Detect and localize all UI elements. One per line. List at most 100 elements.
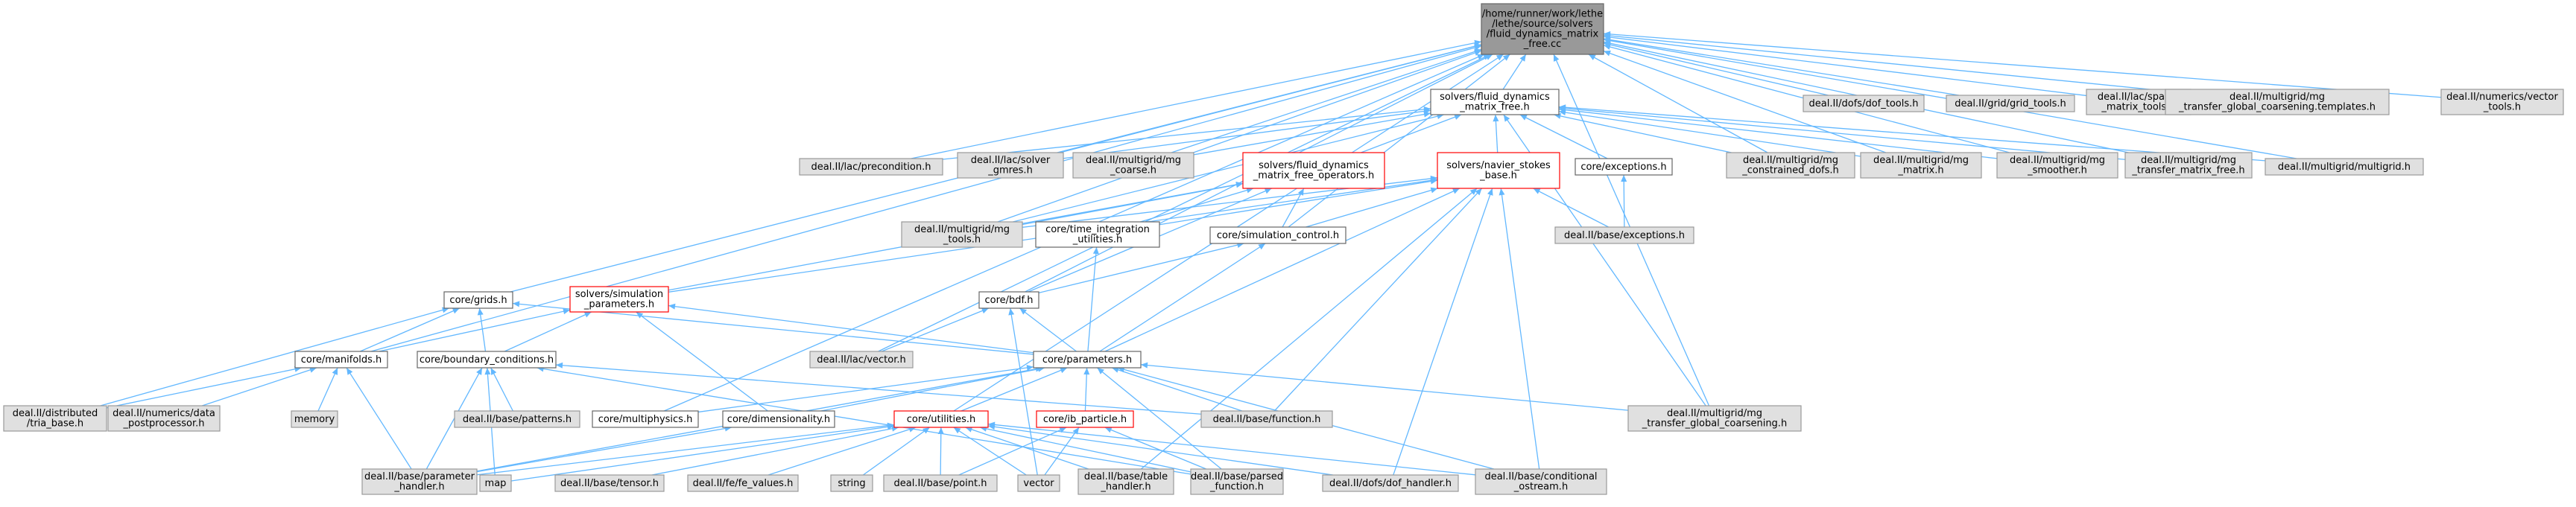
node-grid-tools: deal.II/grid/grid_tools.h xyxy=(1946,95,2075,112)
node-sim-params[interactable]: solvers/simulation_parameters.h xyxy=(569,286,669,313)
node-bound-cond[interactable]: core/boundary_conditions.h xyxy=(417,351,557,369)
edge-arrowhead xyxy=(1423,111,1431,118)
node-fdmf-h[interactable]: solvers/fluid_dynamics_matrix_free.h xyxy=(1430,89,1560,115)
edge-arrowhead xyxy=(1454,114,1462,120)
node-parameters[interactable]: core/parameters.h xyxy=(1033,351,1142,369)
edge-arrowhead xyxy=(583,312,592,318)
edge-arrowhead xyxy=(1477,54,1484,60)
node-multiphysics[interactable]: core/multiphysics.h xyxy=(592,410,699,428)
edge-arrowhead xyxy=(887,424,894,430)
edge-arrowhead xyxy=(490,368,497,375)
edge-fdmf_h-to-mg_smoother xyxy=(1558,106,1998,159)
node-label-line: deal.II/base/exceptions.h xyxy=(1564,230,1685,241)
node-fd-mf-operators[interactable]: solvers/fluid_dynamics_matrix_free_opera… xyxy=(1242,152,1385,189)
edge-arrowhead xyxy=(1519,54,1526,62)
node-box xyxy=(1860,152,1982,179)
node-label-line: /tria_base.h xyxy=(27,418,83,430)
edge-manifolds-to-data_post xyxy=(202,367,317,406)
node-label-line: _free.cc xyxy=(1523,39,1562,50)
edge-arrowhead xyxy=(1469,188,1478,195)
node-box xyxy=(1017,474,1060,492)
node-box xyxy=(291,410,338,428)
edge-exceptions_core-to-base_exceptions xyxy=(1621,174,1627,228)
node-base-exceptions: deal.II/base/exceptions.h xyxy=(1554,226,1694,244)
node-label-line: _matrix_free.h xyxy=(1459,102,1529,113)
node-label-line: core/ib_particle.h xyxy=(1043,414,1127,425)
node-ns-base[interactable]: solvers/navier_stokes_base.h xyxy=(1437,152,1560,189)
edge-arrowhead xyxy=(452,307,460,314)
node-box xyxy=(1077,468,1174,495)
edge-sim_params-to-dimensionality xyxy=(636,311,768,412)
node-time-int[interactable]: core/time_integration_utilities.h xyxy=(1035,221,1160,248)
node-label-line: core/manifolds.h xyxy=(301,354,382,366)
edge-root-to-manifolds xyxy=(370,45,1482,352)
node-box xyxy=(957,152,1064,179)
node-label-line: _ostream.h xyxy=(1513,482,1568,493)
edge-root-to-mg_tools xyxy=(997,50,1482,223)
edge-arrowhead xyxy=(1604,37,1611,44)
node-label-line: core/dimensionality.h xyxy=(727,414,830,425)
edge-grids-to-manifolds xyxy=(360,307,460,352)
node-precondition: deal.II/lac/precondition.h xyxy=(799,158,943,176)
node-box xyxy=(1190,468,1284,495)
edge-utilities-to-vector xyxy=(953,427,1027,476)
node-box xyxy=(1200,410,1333,428)
edge-arrowhead xyxy=(953,427,961,434)
node-box xyxy=(1072,152,1194,179)
node-mg-constrained-dofs: deal.II/multigrid/mg_constrained_dofs.h xyxy=(1726,152,1855,179)
node-label-line: deal.II/dofs/dof_handler.h xyxy=(1329,478,1452,489)
node-box xyxy=(2124,152,2253,179)
node-box xyxy=(454,410,580,428)
node-label-line: deal.II/base/parsed xyxy=(1191,471,1283,482)
node-box xyxy=(1481,3,1604,55)
edge-arrowhead xyxy=(1475,188,1482,196)
edge-fd_mf_operators-to-time_int xyxy=(1140,187,1254,223)
node-label-line: deal.II/base/tensor.h xyxy=(560,478,659,489)
edge-ns_base-to-dof_handler xyxy=(1393,188,1493,476)
node-label-line: deal.II/lac/vector.h xyxy=(817,354,906,366)
edge-arrowhead xyxy=(668,303,676,310)
node-box xyxy=(883,474,998,492)
edge-parameters-to-parsed_function xyxy=(1097,367,1222,470)
edge-manifolds-to-tria_base xyxy=(106,366,302,409)
node-label-line: deal.II/numerics/data xyxy=(113,408,215,419)
node-dimensionality[interactable]: core/dimensionality.h xyxy=(722,410,835,428)
node-box xyxy=(417,351,557,369)
node-box xyxy=(1946,95,2075,112)
edge-parameters-to-multiphysics xyxy=(697,364,1034,413)
node-label-line: core/simulation_control.h xyxy=(1217,230,1339,241)
node-label-line: deal.II/dofs/dof_tools.h xyxy=(1809,98,1919,109)
node-root[interactable]: /home/runner/work/lethe/lethe/source/sol… xyxy=(1481,3,1604,55)
edge-root-to-mg_tgc_templates xyxy=(1603,33,2166,92)
node-ib-particle[interactable]: core/ib_particle.h xyxy=(1036,410,1134,428)
edge-arrowhead xyxy=(1474,45,1481,51)
edge-ns_base-to-base_exceptions xyxy=(1533,188,1609,228)
node-box xyxy=(978,291,1039,309)
edge-grids-to-bound_cond xyxy=(477,307,487,352)
node-label-line: solvers/fluid_dynamics xyxy=(1259,160,1369,171)
edge-arrowhead xyxy=(1502,54,1510,61)
node-utilities[interactable]: core/utilities.h xyxy=(893,410,989,428)
edge-arrowhead xyxy=(1499,188,1505,196)
edge-arrowhead xyxy=(513,301,520,307)
node-sim-control[interactable]: core/simulation_control.h xyxy=(1209,226,1346,244)
node-mg-tgc: deal.II/multigrid/mg_transfer_global_coa… xyxy=(1627,405,1802,432)
node-grids[interactable]: core/grids.h xyxy=(443,291,513,309)
node-manifolds[interactable]: core/manifolds.h xyxy=(294,351,388,369)
edge-fdmf_h-to-fd_mf_operators xyxy=(1361,114,1462,153)
edge-arrowhead xyxy=(1588,54,1596,60)
edge-sim_params-to-parameters xyxy=(668,303,1034,354)
node-box xyxy=(1554,226,1694,244)
node-bdf[interactable]: core/bdf.h xyxy=(978,291,1039,309)
node-box xyxy=(799,158,943,176)
node-box xyxy=(1627,405,1802,432)
node-label-line: deal.II/multigrid/mg xyxy=(1086,155,1181,166)
node-box xyxy=(2440,89,2564,115)
node-label-line: core/boundary_conditions.h xyxy=(420,354,554,366)
edge-sim_control-to-parameters xyxy=(1099,243,1266,352)
node-box xyxy=(1036,410,1134,428)
node-exceptions-core[interactable]: core/exceptions.h xyxy=(1575,158,1673,176)
node-mg-tgc-templates: deal.II/multigrid/mg_transfer_global_coa… xyxy=(2165,89,2390,115)
node-box xyxy=(107,405,221,432)
edge-fd_mf_operators-to-mg_tools xyxy=(1022,181,1244,224)
